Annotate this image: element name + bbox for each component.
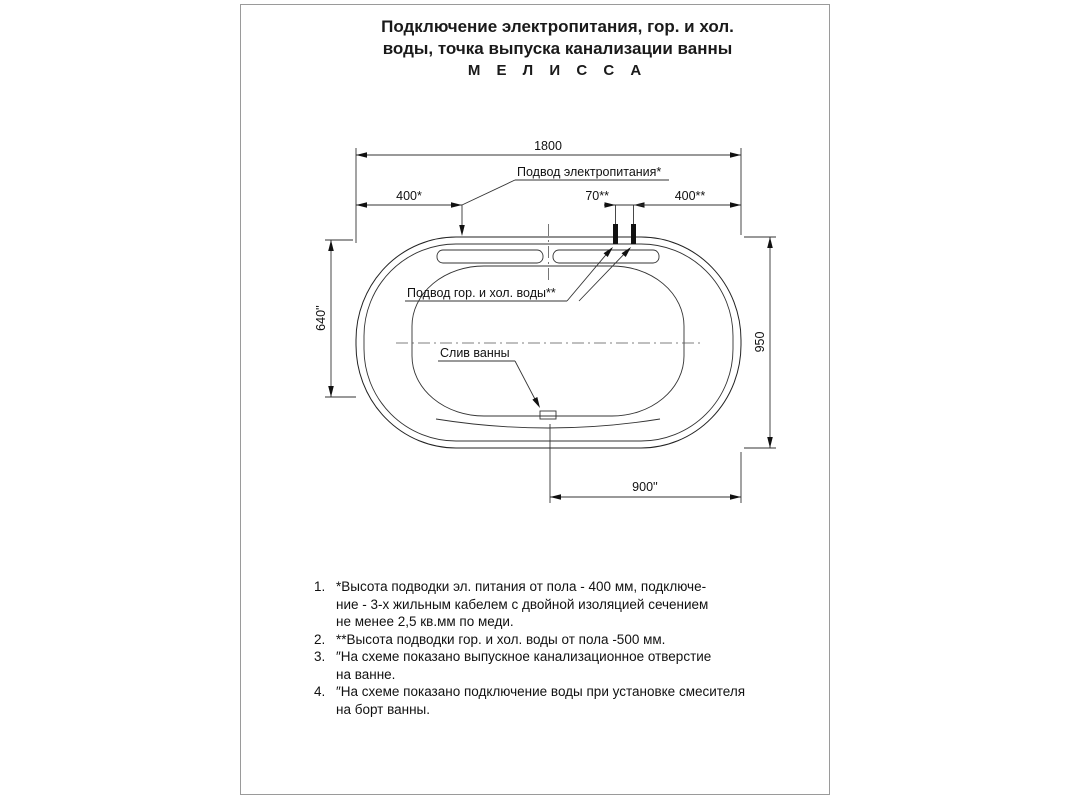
note-1: 1. *Высота подводки эл. питания от пола … [314, 578, 764, 631]
notes-block: 1. *Высота подводки эл. питания от пола … [314, 578, 764, 718]
note-line: ″На схеме показано подключение воды при … [336, 684, 746, 699]
dim-right-950: 950 [744, 236, 776, 449]
dim-total-length: 1800 [355, 139, 742, 243]
note-3: 3. ″На схеме показано выпускное канализа… [314, 648, 764, 683]
note-line: **Высота подводки гор. и хол. воды от по… [336, 631, 666, 647]
water-supply-callout: Подвод гор. и хол. воды** [405, 247, 631, 302]
title-model-name: М Е Л И С С А [467, 62, 648, 79]
dim-label-70: 70** [585, 189, 609, 203]
title-block: Подключение электропитания, гор. и хол. … [300, 16, 815, 82]
title-line-1: Подключение электропитания, гор. и хол. [381, 17, 734, 36]
note-line: *Высота подводки эл. питания от пола - 4… [336, 579, 707, 594]
note-2: 2. **Высота подводки гор. и хол. воды от… [314, 631, 764, 649]
water-supply-marks [613, 224, 636, 244]
title-line-2: воды, точка выпуска канализации ванны [382, 39, 733, 58]
note-line: ние - 3-х жильным кабелем с двойной изол… [336, 596, 709, 612]
note-line: на ванне. [336, 666, 396, 682]
dim-label-400-power: 400* [396, 189, 422, 203]
note-line: не менее 2,5 кв.мм по меди. [336, 614, 514, 629]
dim-label-1800: 1800 [534, 139, 562, 153]
dim-label-900: 900'' [632, 480, 658, 494]
drain-label: Слив ванны [440, 346, 510, 360]
dim-offsets-row: 400* 70** 400** [356, 189, 741, 224]
drain-callout: Слив ванны [438, 346, 540, 408]
dim-label-640: 640'' [314, 305, 328, 331]
note-number: 2. [314, 631, 326, 647]
note-number: 3. [314, 649, 326, 664]
note-number: 1. [314, 579, 326, 594]
drain-opening [539, 410, 557, 420]
note-4: 4. ″На схеме показано подключение воды п… [314, 683, 764, 718]
dim-label-400-water: 400** [675, 189, 706, 203]
dim-bottom-900: 900'' [549, 424, 742, 503]
power-supply-callout: Подвод электропитания* [459, 165, 669, 236]
water-supply-label: Подвод гор. и хол. воды** [407, 286, 556, 300]
bathtub-outline [355, 224, 742, 449]
note-line: на борт ванны. [336, 701, 430, 717]
dim-label-950: 950 [753, 332, 767, 353]
note-line: ″На схеме показано выпускное канализацио… [336, 649, 712, 664]
power-supply-label: Подвод электропитания* [517, 165, 661, 179]
note-number: 4. [314, 684, 326, 699]
dim-left-640: 640'' [314, 239, 356, 398]
